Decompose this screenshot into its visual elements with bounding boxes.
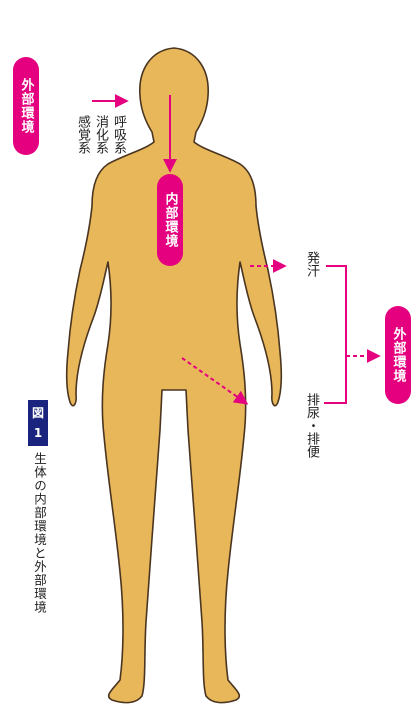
label-excretion: 排尿・排便 — [304, 393, 319, 458]
figure-caption: 生体の内部環境と外部環境 — [32, 452, 47, 614]
figure-badge-char: 図 — [31, 406, 44, 420]
label-respiratory-system: 呼吸系 — [111, 115, 126, 154]
human-body-silhouette — [65, 47, 283, 704]
label-internal-environment: 内部環境 — [157, 174, 183, 266]
label-digestive-system: 消化系 — [93, 115, 108, 154]
label-external-environment-right: 外部環境 — [385, 306, 411, 404]
figure-number-badge: 図 1 — [28, 400, 48, 446]
bracket-connector — [324, 265, 347, 404]
figure-badge-number: 1 — [33, 426, 43, 440]
label-sensory-system: 感覚系 — [75, 115, 90, 154]
label-external-environment-left: 外部環境 — [13, 57, 39, 155]
arrow-excretion — [181, 357, 249, 405]
label-sweat: 発汗 — [304, 251, 319, 277]
